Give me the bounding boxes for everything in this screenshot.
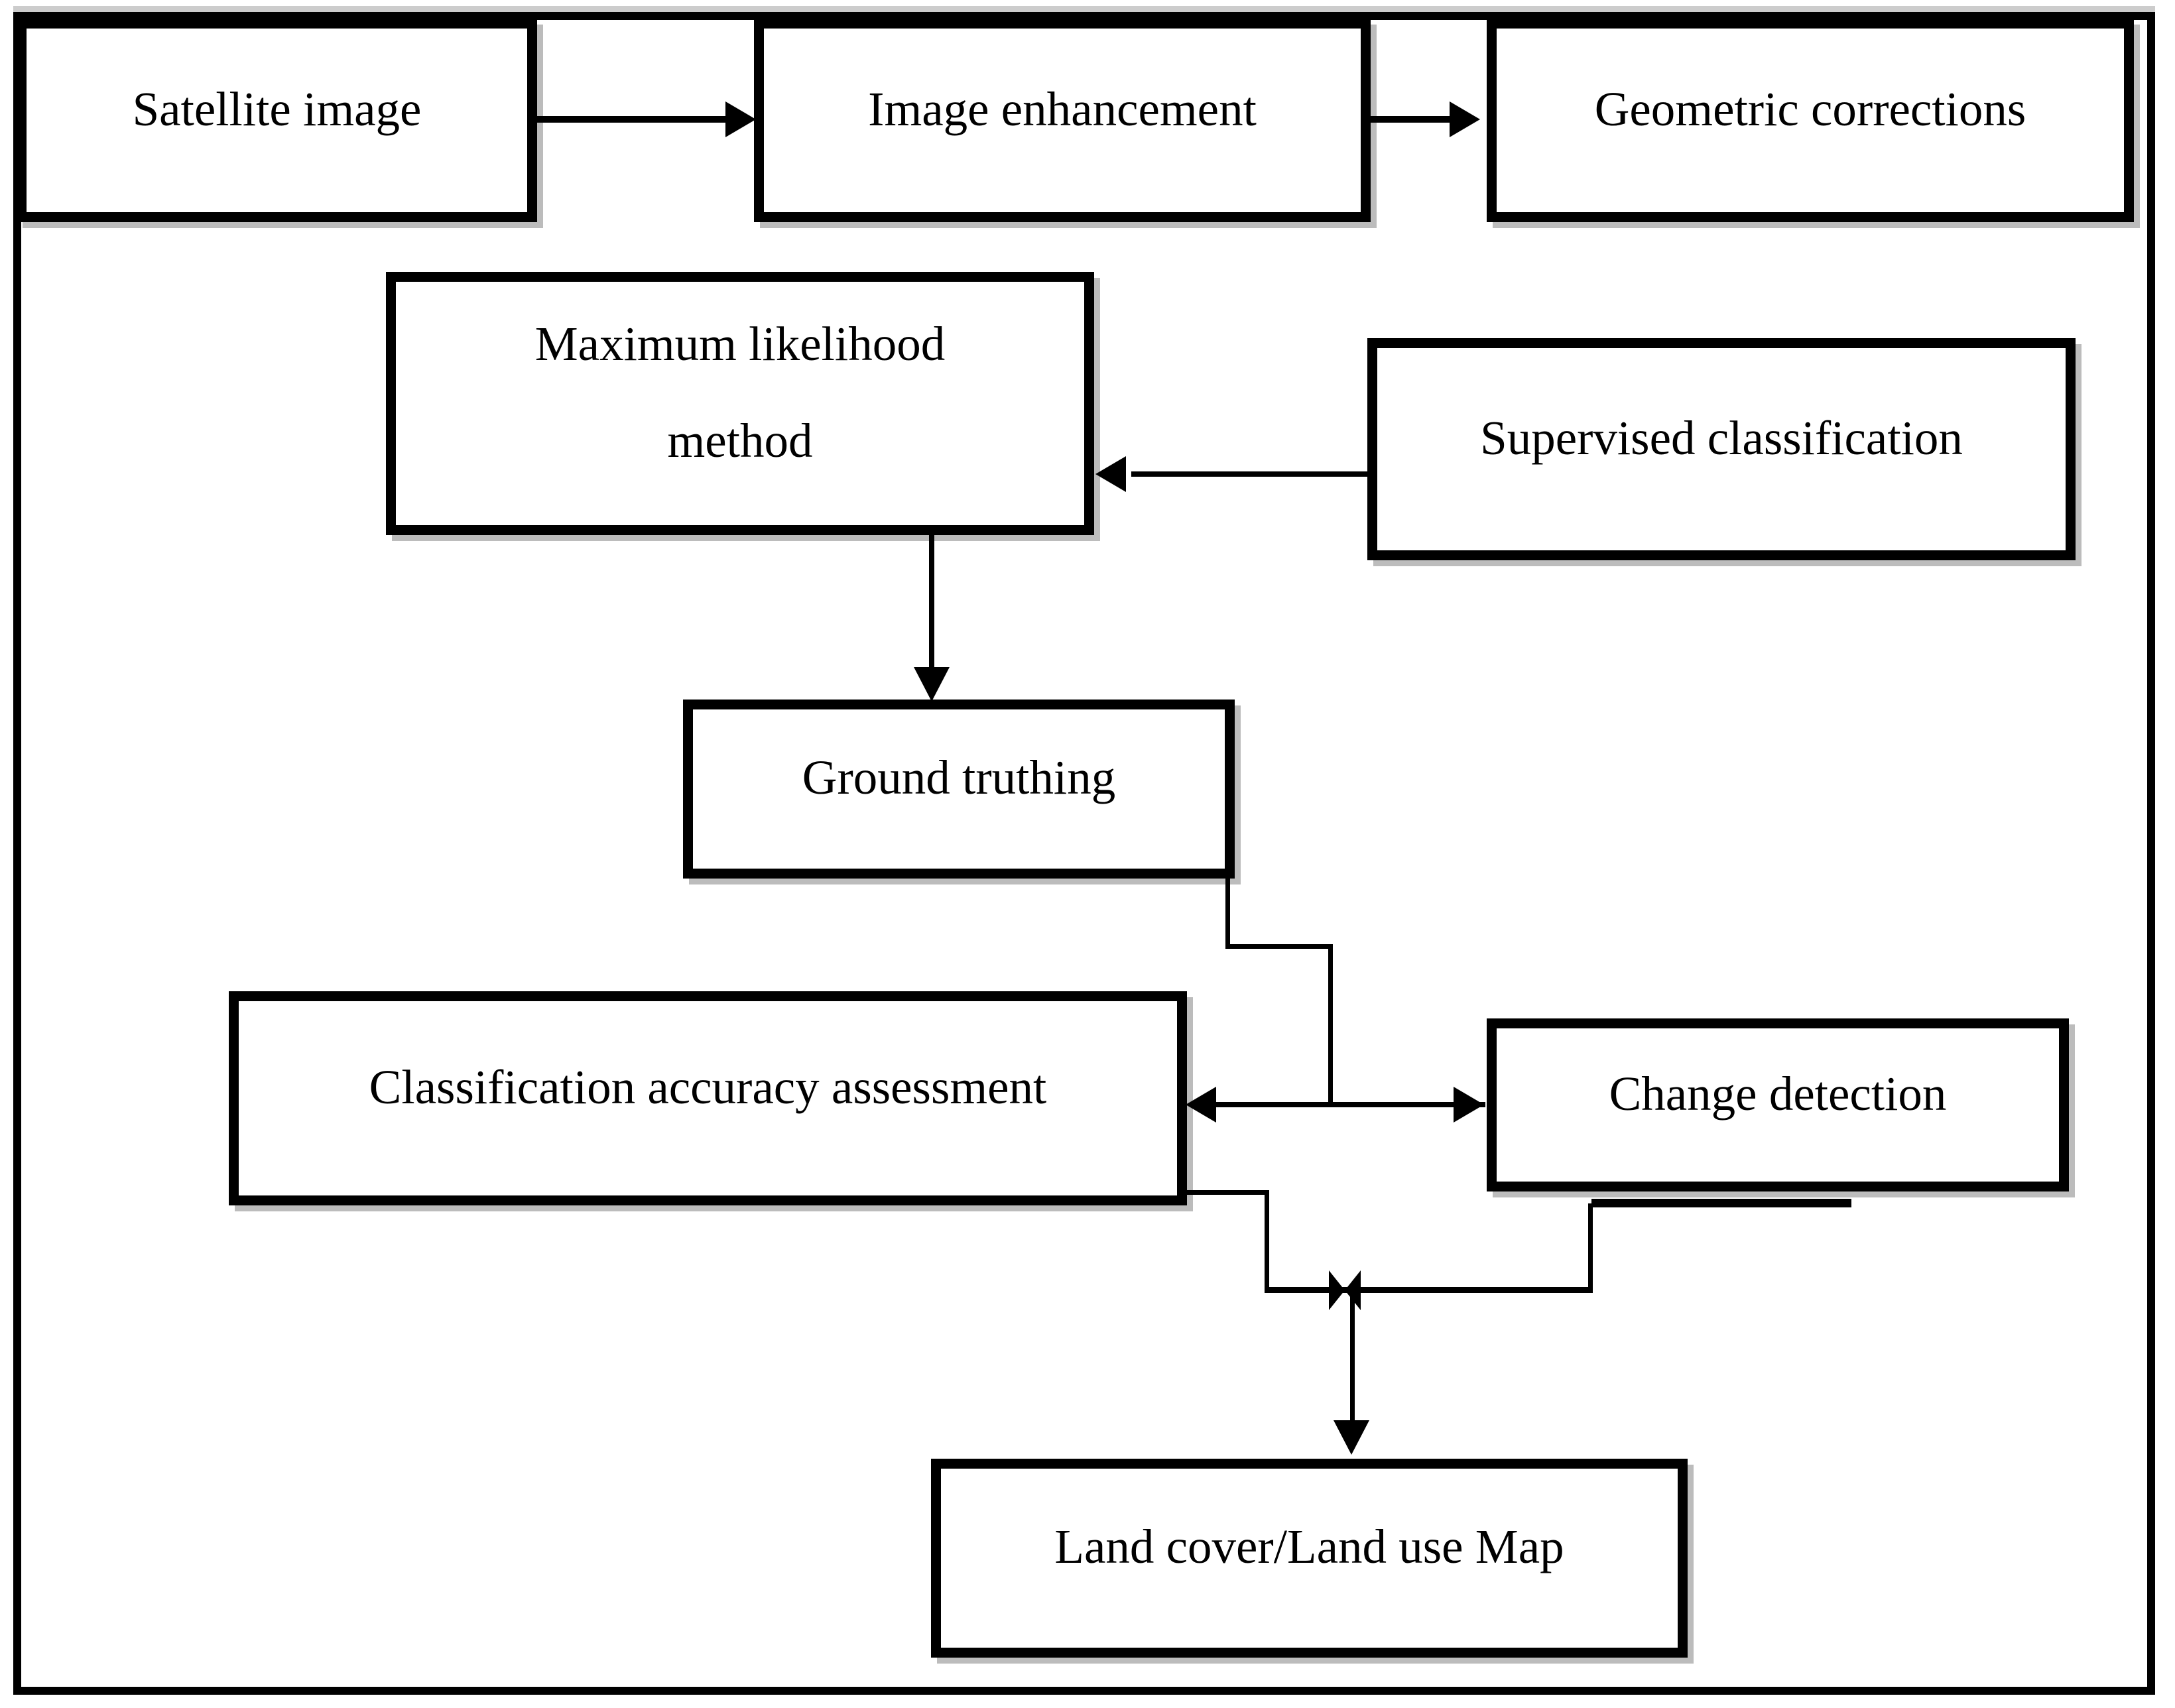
arrow-satellite-to-enhancement-head-icon (725, 101, 756, 137)
box-image-enhancement: Image enhancement (754, 19, 1371, 222)
box-maximum-likelihood-method-label: Maximum likelihood method (534, 316, 946, 467)
connector-groundtruthing-elbow-v1 (1225, 879, 1230, 949)
box-geometric-corrections-label: Geometric corrections (1594, 82, 2026, 136)
arrow-junction-to-landcover-shaft (1350, 1293, 1355, 1423)
arrow-maxlikelihood-to-groundtruthing-shaft (929, 535, 934, 671)
box-change-detection-label: Change detection (1609, 1066, 1947, 1121)
arrow-enhancement-to-geometric-shaft (1371, 116, 1452, 123)
outer-border (13, 12, 2155, 1695)
double-arrow-right-head-icon (1454, 1087, 1484, 1123)
arrow-enhancement-to-geometric-head-icon (1450, 101, 1480, 137)
box-change-detection: Change detection (1487, 1018, 2069, 1191)
arrow-junction-to-landcover-head-icon (1334, 1420, 1369, 1455)
box-ground-truthing: Ground truthing (683, 700, 1235, 879)
box-supervised-classification-label: Supervised classification (1480, 410, 1963, 465)
box-geometric-corrections: Geometric corrections (1487, 19, 2134, 222)
double-arrow-left-head-icon (1186, 1087, 1216, 1123)
connector-groundtruthing-elbow-h (1225, 944, 1333, 949)
box-ground-truthing-label: Ground truthing (802, 751, 1116, 805)
arrow-supervised-to-maxlikelihood-head-icon (1095, 456, 1126, 492)
connector-change-elbow-v (1588, 1203, 1593, 1291)
box-land-cover-land-use-map: Land cover/Land use Map (931, 1459, 1688, 1658)
connector-change-underline (1591, 1199, 1851, 1207)
arrow-supervised-to-maxlikelihood-shaft (1131, 471, 1367, 477)
junction-bowtie-left-icon (1329, 1270, 1345, 1310)
connector-groundtruthing-elbow-v2 (1328, 944, 1333, 1105)
double-arrow-accuracy-change-shaft (1194, 1102, 1485, 1107)
box-classification-accuracy-assessment: Classification accuracy assessment (229, 991, 1187, 1205)
arrow-maxlikelihood-to-groundtruthing-head-icon (914, 667, 950, 702)
box-image-enhancement-label: Image enhancement (868, 82, 1257, 136)
box-classification-accuracy-assessment-label: Classification accuracy assessment (369, 1060, 1047, 1114)
arrow-satellite-to-enhancement-shaft (537, 116, 728, 123)
box-maximum-likelihood-method: Maximum likelihood method (386, 272, 1094, 535)
box-supervised-classification: Supervised classification (1367, 338, 2076, 560)
box-satellite-image-label: Satellite image (132, 82, 422, 136)
connector-junction-h (1265, 1287, 1593, 1293)
junction-bowtie-icon (1329, 1270, 1361, 1310)
box-land-cover-land-use-map-label: Land cover/Land use Map (1054, 1520, 1564, 1574)
connector-accuracy-elbow-v (1265, 1190, 1269, 1293)
box-satellite-image: Satellite image (17, 19, 537, 222)
connector-accuracy-stub-h (1182, 1190, 1269, 1195)
